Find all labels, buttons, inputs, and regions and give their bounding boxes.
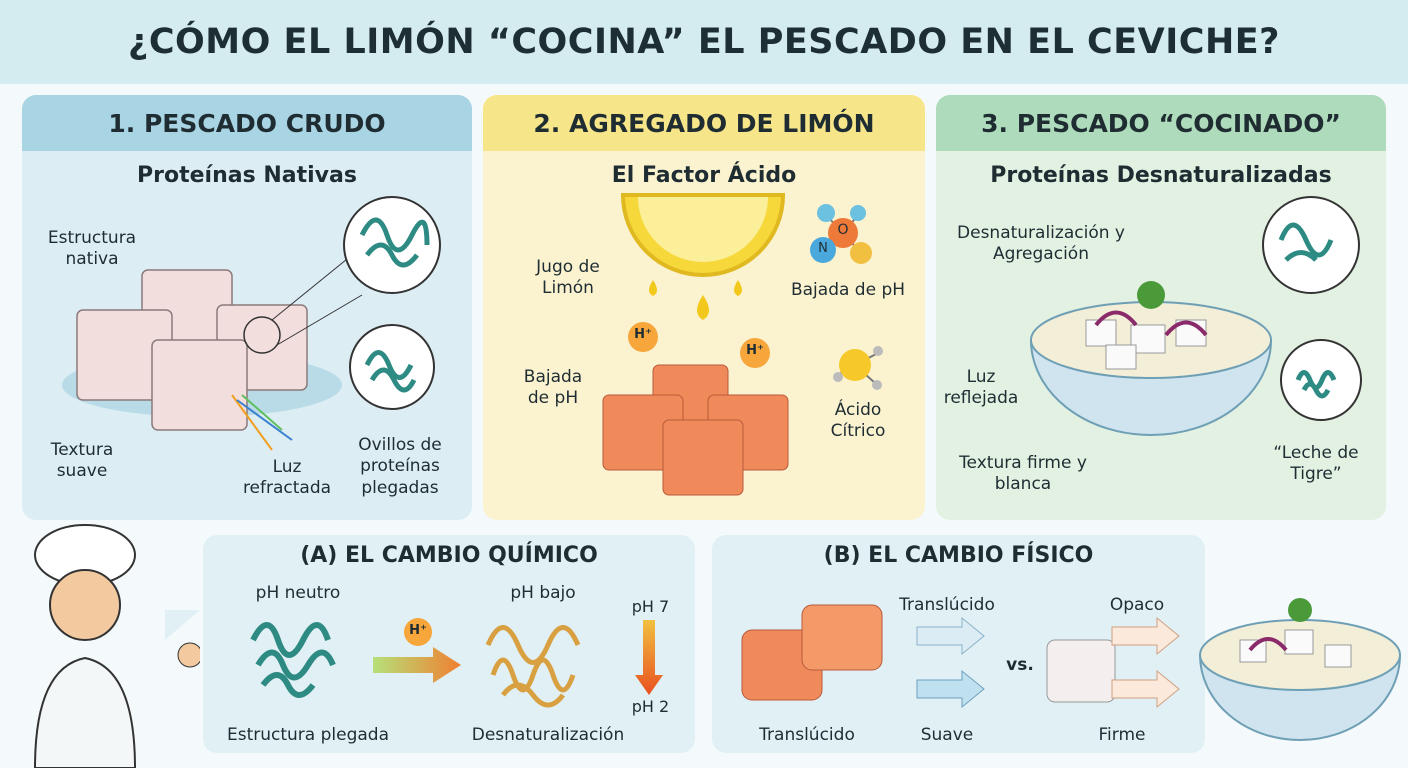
label-ph-drop: Bajada de pH: [523, 367, 583, 409]
label-ph7: pH 7: [631, 597, 670, 616]
label-ph2: pH 2: [631, 697, 670, 716]
label-translucent-top: Translúcido: [899, 595, 995, 615]
label-vs: vs.: [1006, 655, 1034, 675]
label-folded-structure: Estructura plegada: [226, 725, 389, 745]
label-lime-juice: Jugo de Limón: [536, 257, 600, 299]
panel-subtitle: Proteínas Nativas: [137, 163, 357, 188]
physical-change-diagram: [741, 604, 1180, 709]
label-denaturation-aggregation: Desnaturalización y Agregación: [957, 223, 1125, 265]
label-tiger-milk: “Leche de Tigre”: [1273, 443, 1359, 485]
label-soft: Suave: [920, 725, 974, 745]
lime-illustration: [602, 193, 883, 496]
panel-physical-change: (B) EL CAMBIO FÍSICO Translúcido Opaco v…: [712, 535, 1205, 753]
label-opaque: Opaco: [1109, 595, 1165, 615]
label-citric-acid: Ácido Cítrico: [830, 400, 886, 442]
panel-heading: (A) EL CAMBIO QUÍMICO: [300, 543, 598, 568]
panel-chemical-change: (A) EL CAMBIO QUÍMICO pH neutro pH bajo …: [203, 535, 695, 753]
label-reflected-light: Luz reflejada: [943, 367, 1019, 409]
panel-cooked-fish: 3. PESCADO “COCINADO” Proteínas Desnatur…: [936, 95, 1386, 520]
label-native-structure: Estructura nativa: [47, 228, 137, 270]
label-firm-white-texture: Textura firme y blanca: [959, 453, 1087, 495]
hplus-badge: H⁺: [746, 343, 764, 358]
label-denaturation: Desnaturalización: [471, 725, 625, 745]
label-firm: Firme: [1098, 725, 1146, 745]
panel-subtitle: El Factor Ácido: [611, 163, 797, 188]
hplus-badge: H⁺: [409, 623, 427, 638]
page-title: ¿CÓMO EL LIMÓN “COCINA” EL PESCADO EN EL…: [0, 0, 1408, 84]
panel-heading: 1. PESCADO CRUDO: [22, 95, 472, 151]
chef-illustration: [33, 524, 200, 768]
panel-heading: (B) EL CAMBIO FÍSICO: [823, 543, 1094, 568]
panel-raw-fish: 1. PESCADO CRUDO Proteínas Nativas Estru…: [22, 95, 472, 520]
chemical-change-diagram: [250, 618, 663, 708]
label-ph-low: pH bajo: [510, 583, 576, 603]
label-translucent: Translúcido: [759, 725, 855, 745]
label-ph-neutral: pH neutro: [255, 583, 341, 603]
label-refracted-light: Luz refractada: [242, 457, 332, 499]
label-ph-drop: Bajada de pH: [790, 280, 906, 300]
panel-lime: 2. AGREGADO DE LIMÓN El Factor Ácido O N…: [483, 95, 925, 520]
panel-heading: 3. PESCADO “COCINADO”: [936, 95, 1386, 151]
molecule-atom: N: [818, 241, 828, 256]
raw-fish-illustration: [62, 196, 441, 451]
label-folded-coils: Ovillos de proteínas plegadas: [358, 435, 442, 498]
hplus-badge: H⁺: [634, 327, 652, 342]
molecule-atom: O: [837, 222, 849, 238]
panel-subtitle: Proteínas Desnaturalizadas: [990, 163, 1332, 188]
ceviche-bowl-illustration: [1029, 196, 1362, 436]
label-soft-texture: Textura suave: [50, 440, 114, 482]
panel-heading: 2. AGREGADO DE LIMÓN: [483, 95, 925, 151]
